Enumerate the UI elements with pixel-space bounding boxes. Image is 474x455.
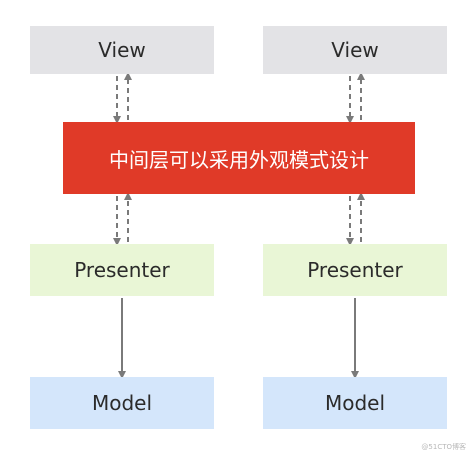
left-presenter-box: Presenter (30, 244, 214, 296)
left-view-label: View (98, 38, 146, 62)
left-view-box: View (30, 26, 214, 74)
watermark: @51CTO博客 (421, 443, 466, 451)
right-presenter-box: Presenter (263, 244, 447, 296)
right-model-box: Model (263, 377, 447, 429)
facade-layer-box: 中间层可以采用外观模式设计 (63, 122, 415, 194)
right-model-label: Model (324, 391, 386, 415)
right-view-box: View (263, 26, 447, 74)
left-presenter-label: Presenter (74, 258, 170, 282)
left-model-label: Model (91, 391, 153, 415)
facade-layer-label: 中间层可以采用外观模式设计 (109, 147, 369, 172)
right-presenter-label: Presenter (307, 258, 403, 282)
right-view-label: View (331, 38, 379, 62)
left-model-box: Model (30, 377, 214, 429)
